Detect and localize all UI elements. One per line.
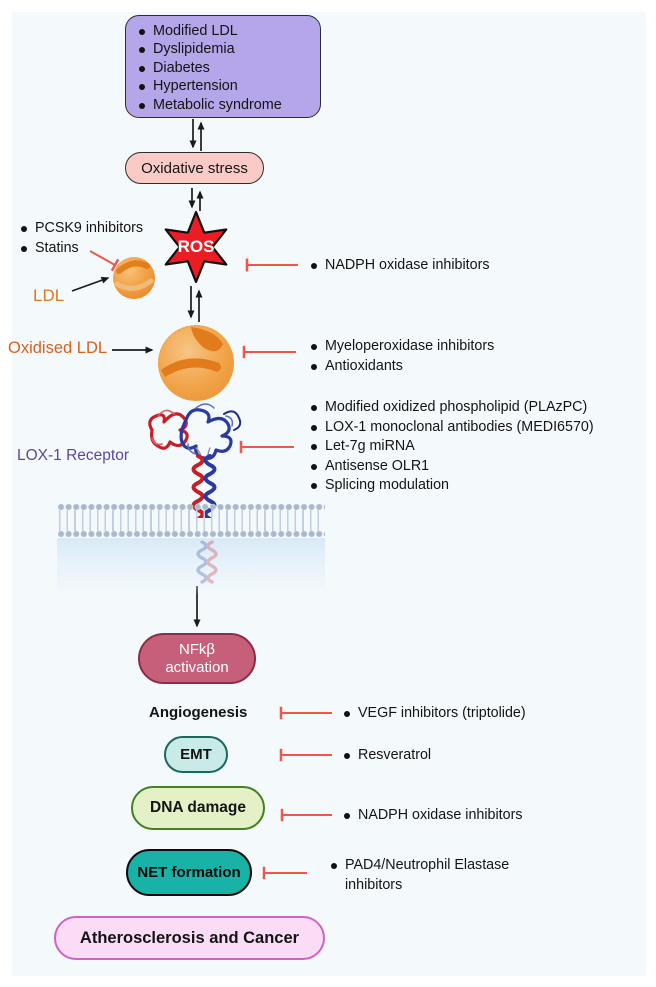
ldl-particle-icon [113,257,155,299]
ros-label: ROS [177,237,215,256]
risk-item: Metabolic syndrome [136,96,316,114]
cell-membrane [57,503,325,538]
membrane-lipid-heads-top [57,503,325,511]
lox1-inhibitor-item: Let-7g miRNA [308,437,594,457]
net-inhibitor-list: PAD4/Neutrophil Elastase inhibitors [328,856,533,895]
emt-inhibitor-item: Resveratrol [341,746,431,766]
lox1-inhibitor-item: Modified oxidized phospholipid (PLAzPC) [308,398,594,418]
ldl-inhibitor-item: Statins [18,239,143,259]
nfkb-line1: NFkβ [178,640,216,658]
ldl-inhibitor-item: PCSK9 inhibitors [18,219,143,239]
nfkb-activation-pill: NFkβ activation [138,633,256,684]
net-formation-pill: NET formation [126,849,252,896]
oxldl-inhibitor-item: Myeloperoxidase inhibitors [308,337,494,357]
emt-inhibitor-list: Resveratrol [341,746,431,766]
risk-item: Modified LDL [136,22,316,40]
oxidative-stress-pill: Oxidative stress [125,152,264,184]
oxldl-label: Oxidised LDL [8,339,108,357]
oxldl-particle-icon [158,325,234,401]
ros-inhibitor-item: NADPH oxidase inhibitors [308,256,489,276]
inhibit-cap-statins-ldl [110,258,120,272]
risk-item: Hypertension [136,77,316,95]
cytoplasm-gradient [57,538,325,596]
risk-item: Dyslipidemia [136,40,316,58]
inhibit-line-statins-ldl [89,250,116,266]
angiogenesis-inhibitor-list: VEGF inhibitors (triptolide) [341,704,526,724]
angiogenesis-inhibitor-item: VEGF inhibitors (triptolide) [341,704,526,724]
oxidative-stress-label: Oxidative stress [141,159,248,177]
nfkb-line2: activation [165,658,229,676]
lox1-inhibitor-item: LOX-1 monoclonal antibodies (MEDI6570) [308,418,594,438]
receptor-reflection-icon [196,540,218,584]
lox1-receptor-label: LOX-1 Receptor [17,447,129,464]
ldl-inhibitor-list: PCSK9 inhibitors Statins [18,219,143,258]
ros-star-icon [164,210,228,284]
net-formation-label: NET formation [137,864,241,881]
membrane-lipid-heads-bottom [57,530,325,538]
risk-item: Diabetes [136,59,316,77]
atherosclerosis-cancer-label: Atherosclerosis and Cancer [79,928,300,947]
membrane-lipid-tails [59,510,323,531]
dna-inhibitor-list: NADPH oxidase inhibitors [341,806,522,826]
atherosclerosis-cancer-pill: Atherosclerosis and Cancer [54,916,325,960]
angiogenesis-label: Angiogenesis [149,704,248,721]
lox1-inhibitor-item: Splicing modulation [308,476,594,496]
oxldl-inhibitor-item: Antioxidants [308,357,494,377]
ldl-label: LDL [33,286,65,305]
risk-factors-box: Modified LDL Dyslipidemia Diabetes Hyper… [125,15,321,118]
arrow-ldl-label-pointer [71,276,110,292]
lox1-inhibitor-list: Modified oxidized phospholipid (PLAzPC) … [308,398,594,496]
emt-label: EMT [180,746,212,763]
lox1-receptor-protein-icon [148,403,242,518]
net-inhibitor-item: PAD4/Neutrophil Elastase inhibitors [328,856,533,895]
ros-inhibitor-list: NADPH oxidase inhibitors [308,256,489,276]
dna-damage-label: DNA damage [150,799,246,816]
lox1-inhibitor-item: Antisense OLR1 [308,457,594,477]
dna-inhibitor-item: NADPH oxidase inhibitors [341,806,522,826]
risk-factors-list: Modified LDL Dyslipidemia Diabetes Hyper… [136,22,316,114]
emt-pill: EMT [164,736,228,773]
oxldl-inhibitor-list: Myeloperoxidase inhibitors Antioxidants [308,337,494,376]
dna-damage-pill: DNA damage [131,786,265,830]
